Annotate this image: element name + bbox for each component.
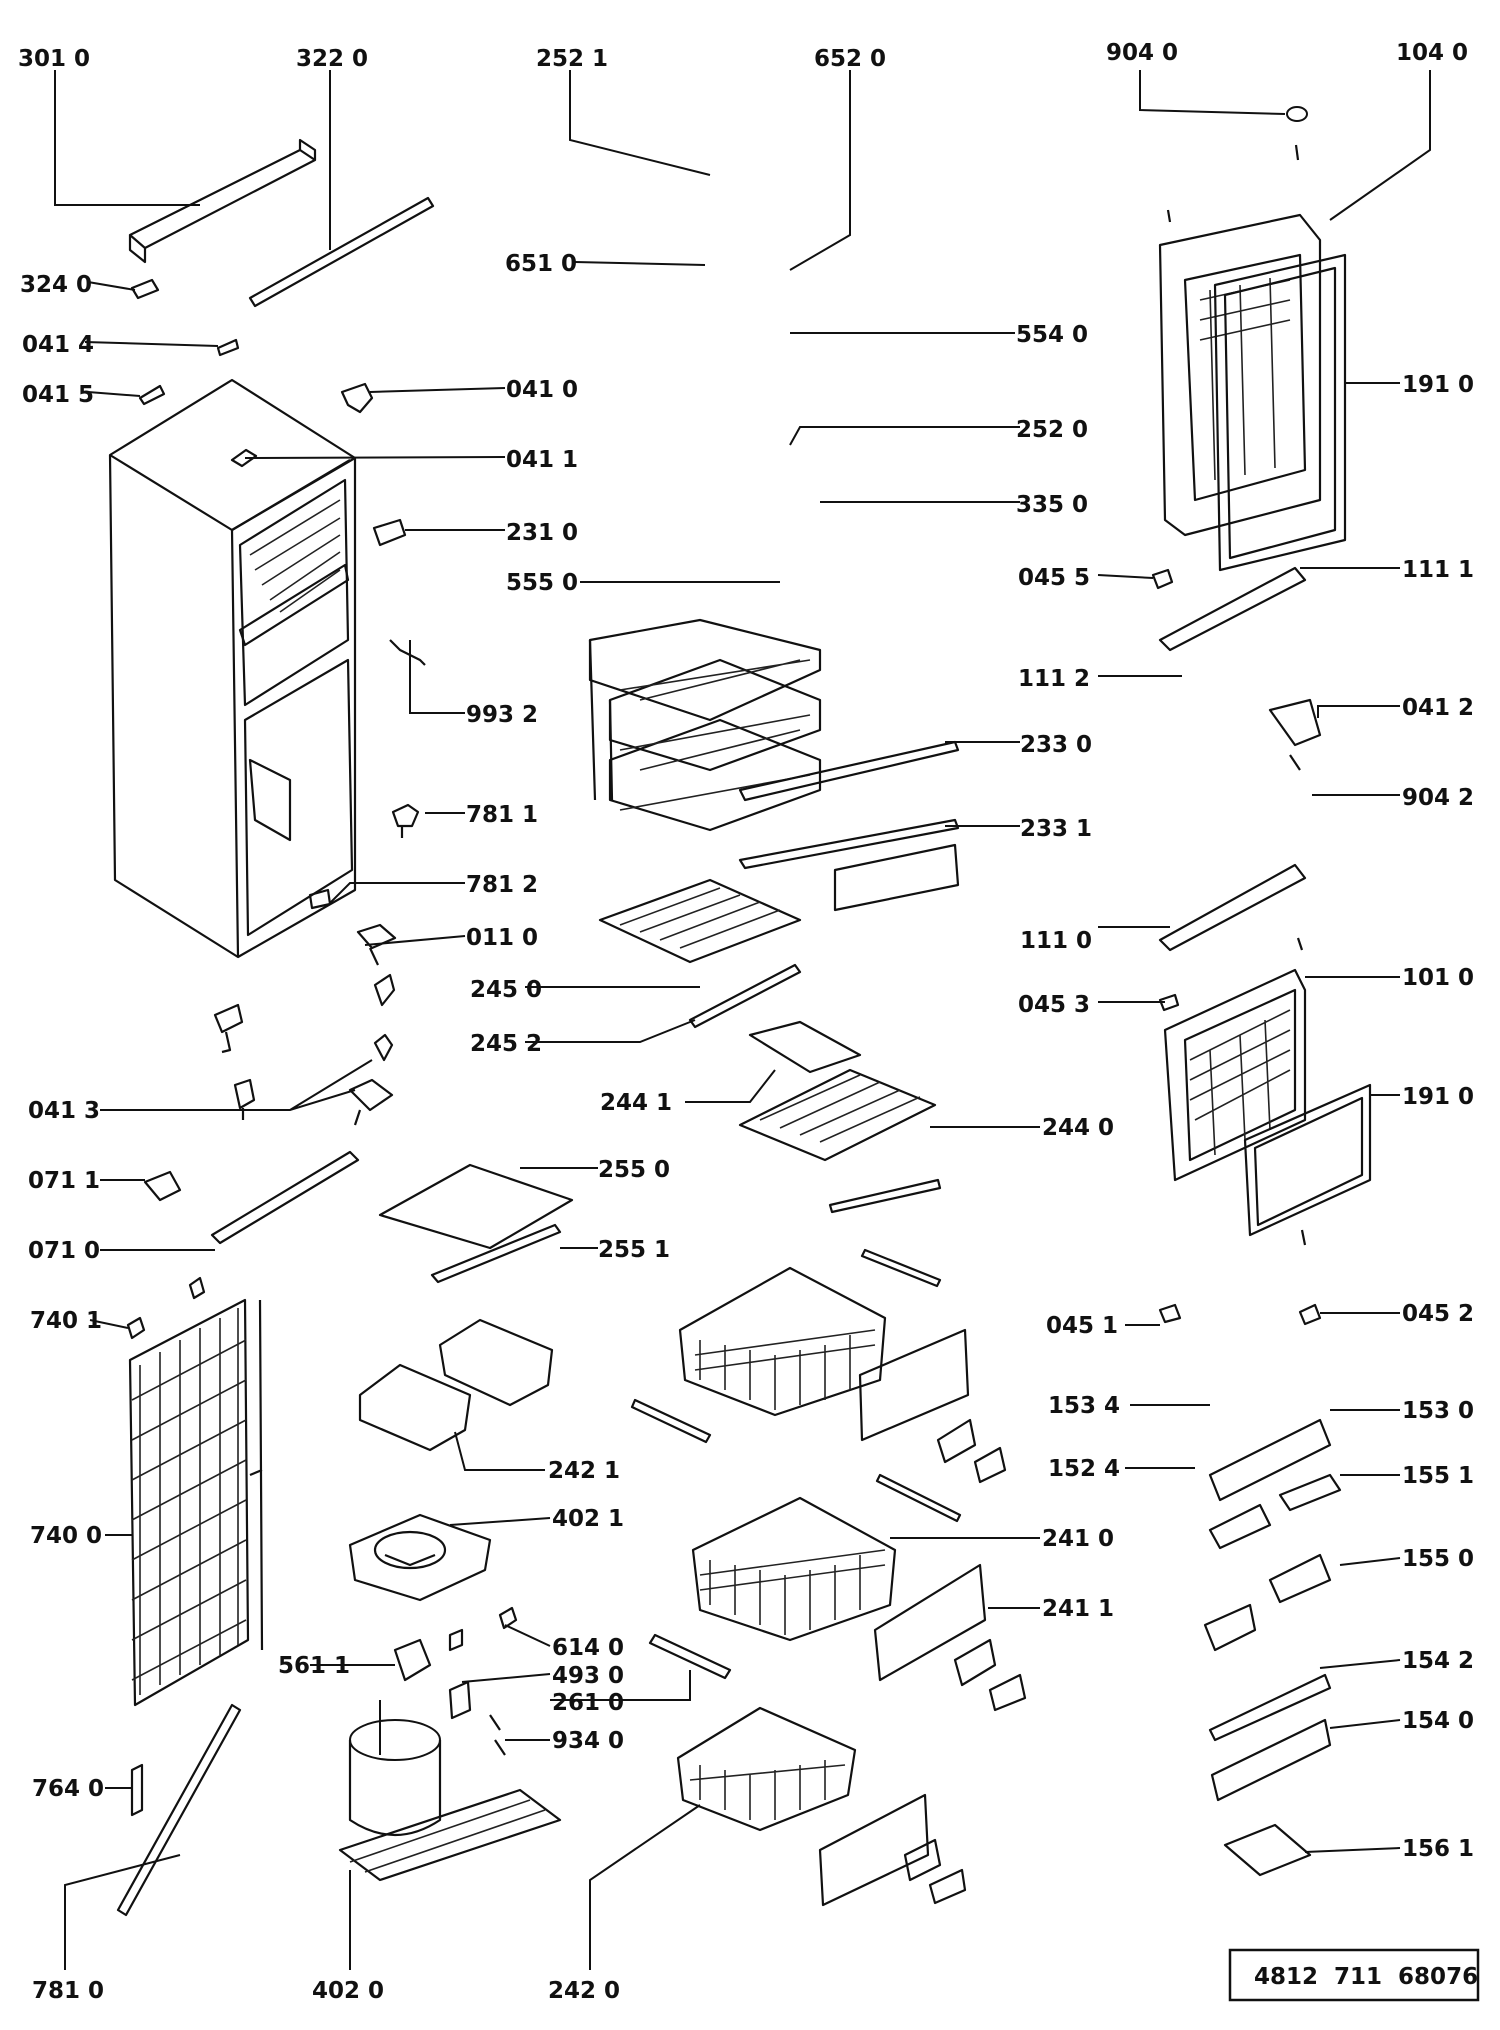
part-label: 154 2 bbox=[1402, 1648, 1474, 1674]
part-label: 071 1 bbox=[28, 1168, 100, 1194]
part-label: 191 0 bbox=[1402, 372, 1474, 398]
part-label: 252 0 bbox=[1016, 417, 1088, 443]
part-label: 153 0 bbox=[1402, 1398, 1474, 1424]
part-label: 041 0 bbox=[506, 377, 578, 403]
cabinet-drawing bbox=[108, 378, 357, 959]
part-label: 233 1 bbox=[1020, 816, 1092, 842]
part-label: 244 1 bbox=[600, 1090, 672, 1116]
part-label: 101 0 bbox=[1402, 965, 1474, 991]
part-label: 156 1 bbox=[1402, 1836, 1474, 1862]
part-label: 244 0 bbox=[1042, 1115, 1114, 1141]
part-label: 241 1 bbox=[1042, 1596, 1114, 1622]
part-label: 111 2 bbox=[1018, 666, 1090, 692]
part-label: 554 0 bbox=[1016, 322, 1088, 348]
part-label: 155 0 bbox=[1402, 1546, 1474, 1572]
part-label: 934 0 bbox=[552, 1728, 624, 1754]
part-label: 041 2 bbox=[1402, 695, 1474, 721]
part-label: 242 0 bbox=[548, 1978, 620, 2004]
leader-lines bbox=[54, 70, 1431, 1970]
part-label: 781 0 bbox=[32, 1978, 104, 2004]
part-label: 614 0 bbox=[552, 1635, 624, 1661]
parts-drawing bbox=[108, 106, 1372, 1917]
part-number: 4812 711 68076 bbox=[1254, 1964, 1478, 1990]
part-label: 041 4 bbox=[22, 332, 94, 358]
part-label: 255 1 bbox=[598, 1237, 670, 1263]
part-labels: 301 0 322 0 252 1 652 0 904 0 104 0 324 … bbox=[18, 40, 1474, 2004]
part-label: 045 5 bbox=[1018, 565, 1090, 591]
part-label: 781 1 bbox=[466, 802, 538, 828]
part-label: 561 1 bbox=[278, 1653, 350, 1679]
part-label: 781 2 bbox=[466, 872, 538, 898]
part-label: 041 3 bbox=[28, 1098, 100, 1124]
part-label: 111 0 bbox=[1020, 928, 1092, 954]
part-label: 904 2 bbox=[1402, 785, 1474, 811]
part-label: 153 4 bbox=[1048, 1393, 1120, 1419]
part-label: 111 1 bbox=[1402, 557, 1474, 583]
part-label: 402 1 bbox=[552, 1506, 624, 1532]
part-label: 335 0 bbox=[1016, 492, 1088, 518]
condenser-drawing bbox=[128, 1298, 264, 1707]
baskets-drawing bbox=[676, 1266, 897, 1832]
part-label: 045 3 bbox=[1018, 992, 1090, 1018]
part-label: 245 2 bbox=[470, 1031, 542, 1057]
part-label: 155 1 bbox=[1402, 1463, 1474, 1489]
part-label: 740 0 bbox=[30, 1523, 102, 1549]
part-label: 322 0 bbox=[296, 46, 368, 72]
lower-door-drawing bbox=[1163, 968, 1372, 1237]
part-label: 740 1 bbox=[30, 1308, 102, 1334]
part-label: 651 0 bbox=[505, 251, 577, 277]
compressor-drawing bbox=[338, 1719, 562, 1882]
evaporator-drawing bbox=[588, 618, 822, 832]
part-label: 191 0 bbox=[1402, 1084, 1474, 1110]
part-label: 301 0 bbox=[18, 46, 90, 72]
part-label: 245 0 bbox=[470, 977, 542, 1003]
upper-door-drawing bbox=[1158, 106, 1347, 572]
part-label: 242 1 bbox=[548, 1458, 620, 1484]
part-label: 252 1 bbox=[536, 46, 608, 72]
part-label: 104 0 bbox=[1396, 40, 1468, 66]
part-number-box: 4812 711 68076 bbox=[1228, 1948, 1480, 2002]
part-label: 652 0 bbox=[814, 46, 886, 72]
part-label: 152 4 bbox=[1048, 1456, 1120, 1482]
part-label: 241 0 bbox=[1042, 1526, 1114, 1552]
part-label: 041 1 bbox=[506, 447, 578, 473]
part-label: 231 0 bbox=[506, 520, 578, 546]
part-label: 555 0 bbox=[506, 570, 578, 596]
part-label: 041 5 bbox=[22, 382, 94, 408]
part-label: 324 0 bbox=[20, 272, 92, 298]
part-label: 154 0 bbox=[1402, 1708, 1474, 1734]
part-label: 255 0 bbox=[598, 1157, 670, 1183]
part-label: 233 0 bbox=[1020, 732, 1092, 758]
part-label: 011 0 bbox=[466, 925, 538, 951]
part-label: 045 1 bbox=[1046, 1313, 1118, 1339]
part-label: 493 0 bbox=[552, 1663, 624, 1689]
part-label: 904 0 bbox=[1106, 40, 1178, 66]
part-label: 993 2 bbox=[466, 702, 538, 728]
part-label: 402 0 bbox=[312, 1978, 384, 2004]
part-label: 261 0 bbox=[552, 1690, 624, 1716]
part-label: 764 0 bbox=[32, 1776, 104, 1802]
part-label: 071 0 bbox=[28, 1238, 100, 1264]
part-label: 045 2 bbox=[1402, 1301, 1474, 1327]
